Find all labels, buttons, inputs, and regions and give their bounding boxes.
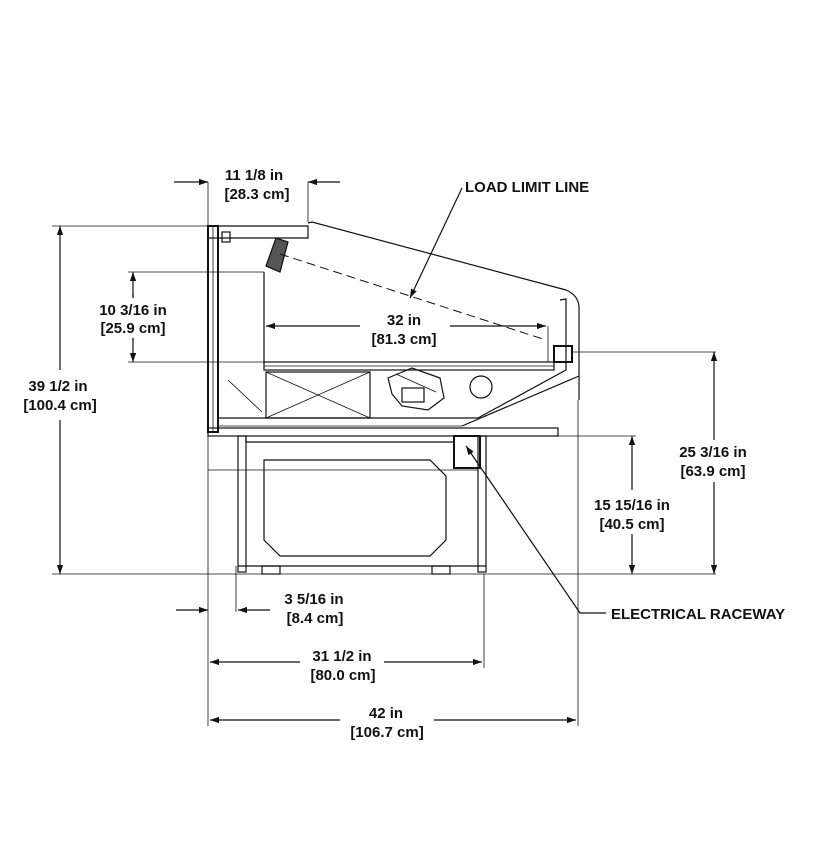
- drain-port: [469, 375, 493, 399]
- deck-depth-imperial: 32 in: [387, 312, 421, 329]
- base-depth-metric: [80.0 cm]: [310, 667, 375, 684]
- overall-height-imperial: 39 1/2 in: [28, 378, 87, 395]
- display-case-body: [128, 221, 716, 575]
- rear-height-imperial: 10 3/16 in: [99, 302, 167, 319]
- top-overhang-imperial: 11 1/8 in: [225, 167, 283, 184]
- rear-top-cap: [208, 225, 309, 239]
- right-leg: [477, 435, 487, 573]
- condensing-unit: [263, 459, 447, 557]
- electrical-raceway: [453, 435, 481, 469]
- deck-depth-metric: [81.3 cm]: [371, 331, 436, 348]
- dim-base-depth: 31 1/2 in [80.0 cm]: [210, 574, 485, 684]
- front-height-imperial: 25 3/16 in: [679, 444, 747, 461]
- overall-depth-metric: [106.7 cm]: [350, 724, 423, 741]
- base-rail: [207, 427, 559, 437]
- front-height-metric: [63.9 cm]: [680, 463, 745, 480]
- rear-light-fixture: [265, 237, 289, 273]
- overall-height-metric: [100.4 cm]: [23, 397, 96, 414]
- dim-raceway-height: 15 15/16 in [40.5 cm]: [584, 436, 680, 574]
- raceway-leader: [465, 445, 606, 614]
- load-limit-leader: [409, 187, 463, 299]
- dim-rear-height: 10 3/16 in [25.9 cm]: [86, 272, 178, 362]
- raceway-height-imperial: 15 15/16 in: [594, 497, 670, 514]
- overall-depth-imperial: 42 in: [369, 705, 403, 722]
- dim-deck-depth: 32 in [81.3 cm]: [266, 312, 549, 362]
- front-glass-frame: [553, 345, 573, 363]
- base-depth-imperial: 31 1/2 in: [312, 648, 371, 665]
- left-leg: [237, 435, 247, 573]
- canopy-glass: [307, 221, 580, 400]
- raceway-callout: ELECTRICAL RACEWAY: [611, 606, 785, 623]
- dim-overall-height: 39 1/2 in [100.4 cm]: [14, 225, 716, 575]
- dim-overall-depth: 42 in [106.7 cm]: [210, 400, 579, 741]
- dim-top-overhang: 11 1/8 in [28.3 cm]: [174, 167, 340, 226]
- rear-height-metric: [25.9 cm]: [100, 320, 165, 337]
- dim-front-height: 25 3/16 in [63.9 cm]: [670, 352, 766, 574]
- fan-motor: [387, 367, 445, 411]
- base-offset-metric: [8.4 cm]: [287, 610, 344, 627]
- dim-base-offset: 3 5/16 in [8.4 cm]: [176, 436, 344, 726]
- raceway-height-metric: [40.5 cm]: [599, 516, 664, 533]
- load-limit-callout: LOAD LIMIT LINE: [465, 179, 589, 196]
- base-offset-imperial: 3 5/16 in: [284, 591, 343, 608]
- top-overhang-metric: [28.3 cm]: [224, 186, 289, 203]
